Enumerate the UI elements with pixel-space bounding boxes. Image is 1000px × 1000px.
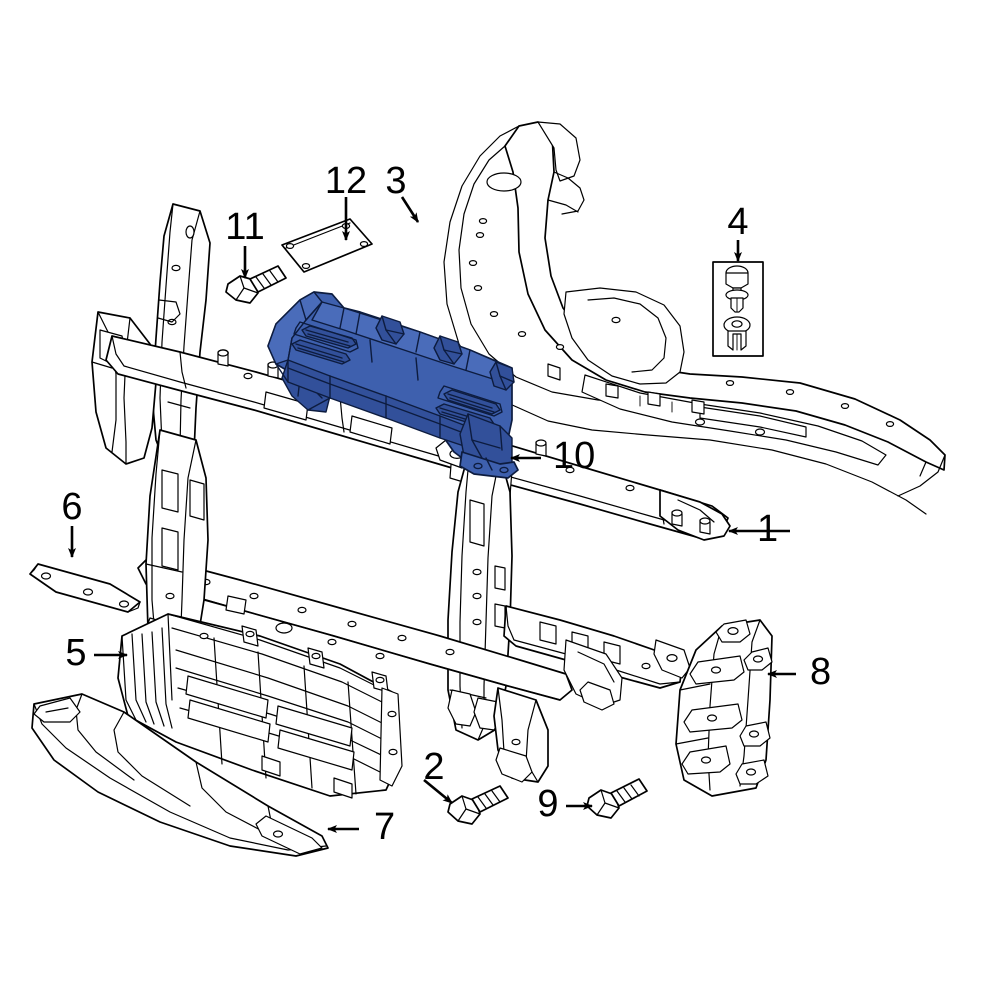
part-access-hole-cover-plate[interactable] (281, 218, 373, 273)
callout-label-12[interactable]: 12 (325, 160, 367, 202)
callout-label-2[interactable]: 2 (423, 746, 444, 788)
part-lower-air-deflector[interactable] (117, 613, 403, 799)
part-side-air-deflector-bracket[interactable] (675, 619, 773, 797)
callout-label-7[interactable]: 7 (374, 806, 395, 848)
part-fender-apron-rail[interactable] (443, 121, 946, 515)
callout-leaders (68, 196, 796, 833)
part-upper-radiator-support-tie-bar-highlighted[interactable] (267, 291, 519, 479)
callout-label-11[interactable]: 11 (225, 206, 264, 248)
callout-label-1[interactable]: 1 (757, 508, 778, 550)
part-reinforcement-plate[interactable] (29, 563, 141, 613)
leader-3 (400, 196, 420, 223)
callout-label-5[interactable]: 5 (65, 632, 86, 674)
callout-label-9[interactable]: 9 (537, 783, 558, 825)
part-engine-splash-shield[interactable] (31, 693, 329, 857)
part-push-pin-retainer-clips[interactable] (712, 261, 764, 357)
callout-label-3[interactable]: 3 (385, 160, 406, 202)
leader-2 (423, 778, 453, 805)
part-hex-bolt-2[interactable] (447, 785, 509, 825)
callout-label-4[interactable]: 4 (727, 201, 748, 243)
callout-label-8[interactable]: 8 (810, 651, 831, 693)
part-hex-bolt-11[interactable] (225, 265, 287, 304)
callout-label-6[interactable]: 6 (61, 486, 82, 528)
part-hex-bolt-9[interactable] (586, 778, 648, 819)
callout-label-10[interactable]: 10 (553, 435, 595, 477)
callout-labels: 1 2 3 4 5 6 7 8 9 10 11 12 (61, 160, 831, 848)
